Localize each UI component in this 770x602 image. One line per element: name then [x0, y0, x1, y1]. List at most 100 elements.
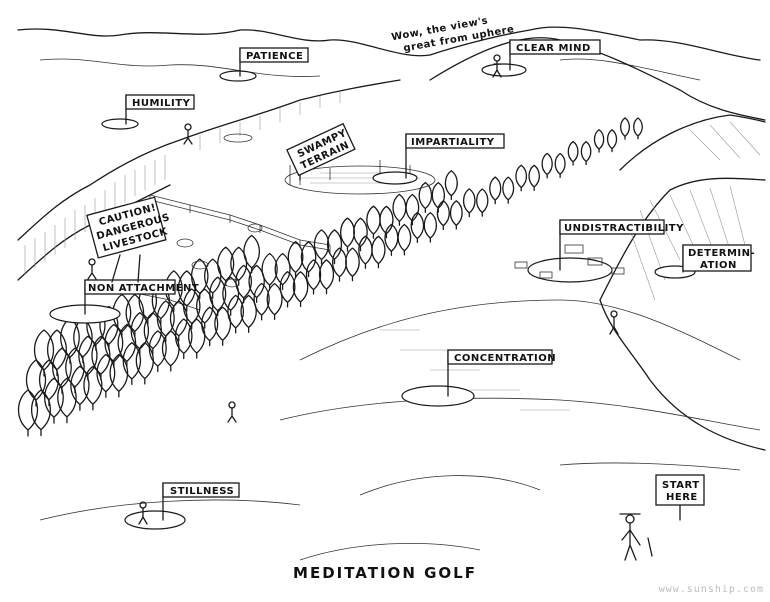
golfer-stillness	[138, 501, 148, 525]
pine-tree	[366, 205, 381, 239]
watermark: www.sunship.com	[658, 584, 764, 595]
right-hills	[429, 37, 766, 451]
pine-tree	[38, 359, 59, 407]
pine-tree	[52, 347, 72, 394]
pine-tree	[125, 293, 145, 338]
pine-tree	[122, 342, 142, 386]
flag-patience-label: PATIENCE	[246, 51, 303, 62]
flag-impartiality: IMPARTIALITY	[405, 133, 505, 179]
pine-tree	[99, 305, 119, 351]
pine-tree	[109, 353, 129, 398]
cartoon-title: MEDITATION GOLF	[293, 564, 477, 582]
pine-tree	[33, 329, 55, 377]
pine-tree	[554, 152, 566, 179]
flag-humility-label: HUMILITY	[132, 98, 191, 109]
pine-tree	[169, 300, 188, 342]
pine-tree	[436, 200, 450, 231]
pine-tree	[305, 259, 322, 295]
flag-determination: DETERMIN- ATION	[682, 244, 755, 273]
pine-tree	[353, 217, 368, 252]
green-humility	[101, 118, 139, 130]
pine-tree	[130, 312, 150, 356]
flag-determination-line-2: ATION	[700, 260, 737, 271]
pine-tree	[502, 176, 515, 204]
golfer-figures	[87, 54, 653, 561]
pine-tree	[78, 335, 98, 381]
flag-concentration-label: CONCENTRATION	[454, 353, 556, 364]
pine-forest	[17, 117, 643, 437]
pine-tree	[358, 235, 373, 269]
pine-tree	[83, 365, 103, 411]
pine-tree	[300, 241, 317, 278]
pine-tree	[204, 258, 222, 299]
sign-start-line-2: HERE	[666, 492, 698, 503]
pine-tree	[148, 330, 167, 373]
flag-non-attachment: NON ATTACHMENT	[84, 279, 199, 315]
flag-patience: PATIENCE	[239, 47, 309, 77]
pine-tree	[188, 318, 206, 359]
pine-tree	[30, 389, 51, 437]
green-clear-mind	[481, 63, 527, 77]
pine-tree	[143, 312, 162, 355]
pine-tree	[580, 141, 592, 166]
pine-tree	[117, 323, 137, 368]
pine-tree	[528, 164, 540, 191]
pine-tree	[318, 259, 335, 295]
golfer-start	[619, 513, 653, 561]
pine-tree	[57, 377, 77, 424]
green-patience	[219, 70, 257, 82]
pine-tree	[620, 117, 631, 140]
flag-undistractibility: UNDISTRACTIBILITY	[559, 219, 684, 271]
pine-tree	[489, 176, 502, 205]
pine-tree	[345, 247, 360, 282]
pine-tree	[44, 377, 64, 424]
pine-tree	[515, 164, 528, 192]
flag-non-attachment-label: NON ATTACHMENT	[88, 283, 199, 294]
pine-tree	[274, 252, 291, 291]
livestock	[176, 133, 263, 288]
flag-impartiality-label: IMPARTIALITY	[411, 137, 495, 148]
pine-tree	[606, 129, 618, 153]
pine-tree	[240, 294, 257, 333]
pine-tree	[384, 223, 399, 256]
mountain-range	[17, 26, 761, 81]
golfer-forest	[227, 401, 237, 423]
flag-stillness: STILLNESS	[162, 482, 240, 521]
flag-clear-mind-label: CLEAR MIND	[516, 43, 591, 54]
pine-tree	[633, 117, 643, 140]
pine-tree	[161, 330, 180, 372]
pine-tree	[418, 181, 433, 214]
flag-undistractibility-label: UNDISTRACTIBILITY	[564, 223, 684, 234]
pine-tree	[248, 264, 265, 303]
pine-tree	[65, 347, 85, 394]
pine-tree	[379, 205, 394, 239]
pine-tree	[332, 247, 347, 282]
flag-clear-mind: CLEAR MIND	[509, 39, 601, 71]
pine-tree	[476, 188, 489, 217]
pine-tree	[104, 323, 124, 368]
pine-tree	[196, 288, 214, 329]
pine-tree	[222, 276, 240, 316]
green-concentration	[401, 385, 475, 407]
sign-start-line-1: START	[662, 480, 700, 491]
pine-tree	[46, 329, 67, 377]
pine-tree	[410, 211, 425, 244]
pine-tree	[567, 140, 579, 166]
pine-tree	[214, 306, 232, 346]
flag-determination-line-1: DETERMIN-	[688, 248, 755, 259]
pine-tree	[174, 318, 193, 360]
pine-tree	[340, 217, 355, 252]
green-impartiality	[372, 171, 418, 185]
pine-tree	[593, 129, 605, 153]
golfer-clear-mind	[492, 54, 502, 78]
golfer-cliff-lower	[87, 258, 97, 280]
sign-start-here: START HERE	[655, 474, 705, 521]
pine-tree	[449, 200, 463, 230]
flag-humility: HUMILITY	[125, 94, 195, 125]
pine-tree	[541, 152, 553, 179]
pine-tree	[266, 282, 283, 321]
sign-caution: CAUTION! DANGEROUS LIVESTOCK	[86, 196, 171, 283]
pine-tree	[462, 188, 476, 218]
pine-tree	[96, 353, 116, 398]
